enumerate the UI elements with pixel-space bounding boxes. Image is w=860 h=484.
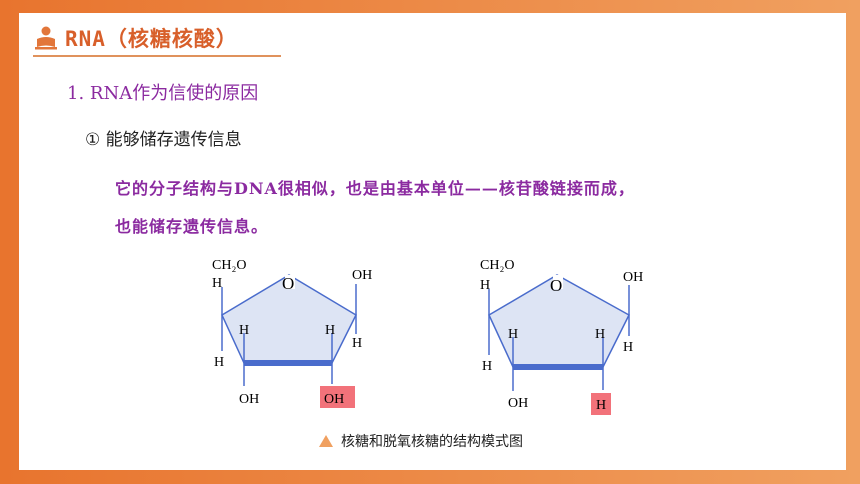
deoxyribose-h-inner-right: H [595, 327, 605, 342]
ribose-h-inner-left: H [239, 323, 249, 338]
deoxyribose-ring-o: O [550, 276, 562, 295]
ribose-h-right: H [352, 336, 362, 351]
deoxyribose-ring [488, 274, 630, 368]
ribose-h-inner-right: H [325, 323, 335, 338]
deoxyribose-h-right: H [623, 340, 633, 355]
paragraph-line-1: 它的分子结构与DNA很相似，也是由基本单位——核苷酸链接而成， [115, 179, 635, 198]
deoxyribose-oh-top-right: OH [623, 270, 643, 285]
deoxyribose-ch2o: CH₂O [480, 258, 514, 273]
slide-canvas: RNA（核糖核酸） 1. RNA作为信使的原因 ① 能够储存遗传信息 它的分子结… [19, 13, 846, 470]
ribose-oh-top-right: OH [352, 268, 372, 283]
ribose-oh-bottom-right: OH [324, 392, 344, 407]
deoxyribose-h-highlight [591, 393, 611, 415]
ribose-oh-highlight [320, 386, 355, 408]
sugar-structure-diagram: CH₂O H O OH H H H H OH OH CH₂O H [212, 258, 643, 415]
page-title: RNA（核糖核酸） [65, 27, 238, 51]
title-divider [33, 55, 281, 57]
caption-text: 核糖和脱氧核糖的结构模式图 [341, 434, 523, 450]
ribose-ch2o: CH₂O [212, 258, 246, 273]
subsection-heading: ① 能够储存遗传信息 [85, 130, 242, 150]
deoxyribose-structure: CH₂O H O OH H H H H OH H [480, 258, 643, 415]
deoxyribose-h-inner-left: H [508, 327, 518, 342]
ribose-h-top-left: H [212, 276, 222, 291]
title-row: RNA（核糖核酸） [33, 21, 238, 55]
triangle-icon [319, 435, 333, 447]
figure-caption: 核糖和脱氧核糖的结构模式图 [319, 431, 523, 451]
ribose-ring-o: O [282, 274, 294, 293]
ribose-h-left: H [214, 355, 224, 370]
paragraph-line-2: 也能储存遗传信息。 [115, 217, 269, 236]
deoxyribose-h-bottom-right: H [596, 398, 606, 413]
ribose-structure: CH₂O H O OH H H H H OH OH [212, 258, 372, 408]
deoxyribose-oh-bottom-left: OH [508, 396, 528, 411]
reader-icon [35, 26, 57, 50]
deoxyribose-h-top-left: H [480, 278, 490, 293]
ribose-oh-bottom-left: OH [239, 392, 259, 407]
section-heading: 1. RNA作为信使的原因 [67, 83, 259, 104]
ribose-ring [221, 274, 357, 364]
deoxyribose-h-left: H [482, 359, 492, 374]
